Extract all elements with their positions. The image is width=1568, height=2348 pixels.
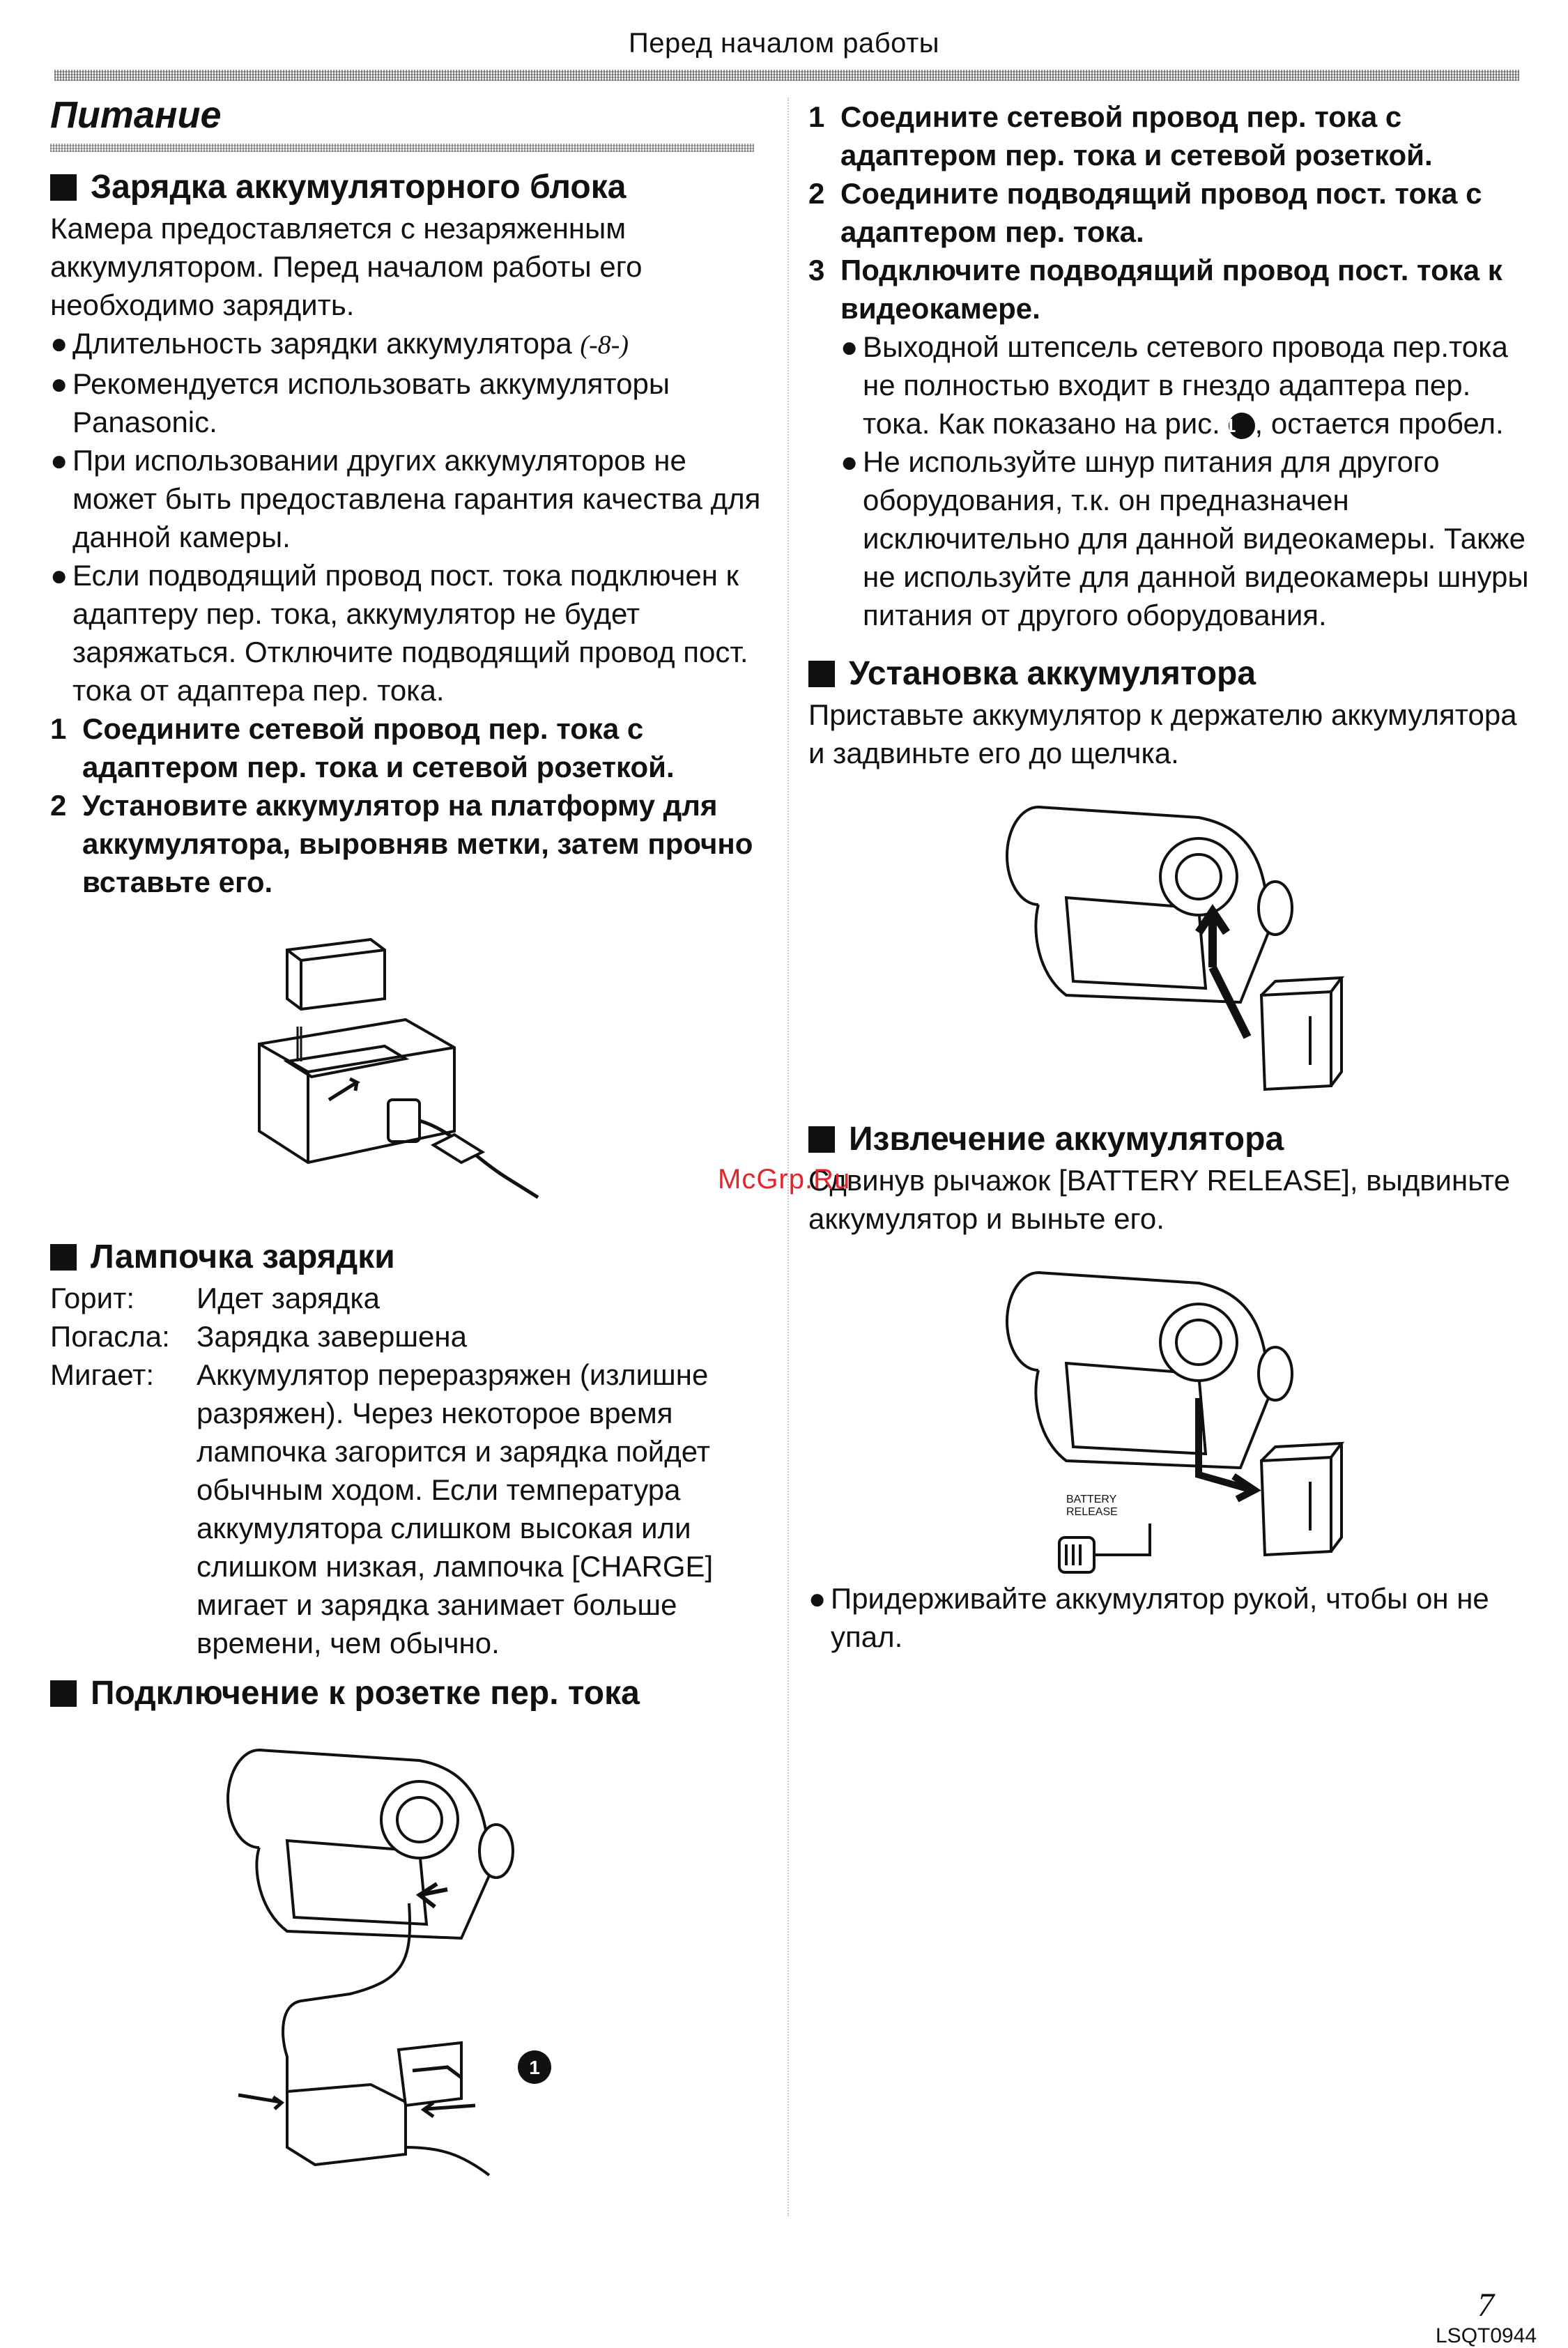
remove-bullet: ●Придерживайте аккумулятор рукой, чтобы … [808, 1582, 1489, 1653]
page-header-title: Перед началом работы [628, 28, 940, 59]
callout-number: 1 [529, 2057, 540, 2078]
header-rule [54, 70, 1519, 81]
heading-square-icon [50, 1244, 77, 1271]
lamp-heading: Лампочка зарядки [50, 1236, 761, 1279]
page-xref: (-8-) [580, 330, 629, 360]
lamp-status-row: Погасла:Зарядка завершена [50, 1320, 467, 1353]
watermark: McGrp.Ru [718, 1164, 851, 1195]
heading-square-icon [808, 1126, 835, 1153]
ac-heading-text: Подключение к розетке пер. тока [91, 1675, 640, 1712]
column-divider [787, 98, 789, 2216]
charging-intro: Камера предоставляется с незаряженным ак… [50, 212, 643, 321]
battery-release-label: BATTERY [1066, 1494, 1117, 1505]
charging-bullet: ●Если подводящий провод пост. тока подкл… [50, 559, 748, 707]
page-number: 7 [1477, 2287, 1494, 2324]
charging-heading: Зарядка аккумуляторного блока [50, 166, 761, 209]
lamp-status-row: Мигает:Аккумулятор переразряжен (излишне… [50, 1358, 714, 1659]
step3-notes: ●Выходной штепсель сетевого провода пер.… [808, 328, 1533, 634]
charging-bullet: ●Рекомендуется использовать аккумуляторы… [50, 367, 670, 438]
callout-number: 1 [1225, 412, 1255, 439]
heading-square-icon [50, 174, 77, 201]
battery-remove-illustration: BATTERY RELEASE [1006, 1271, 1345, 1574]
left-column: Питание Зарядка аккумуляторного блока Ка… [50, 91, 761, 2182]
remove-heading: Извлечение аккумулятора [808, 1118, 1533, 1161]
charging-bullet: ●При использовании других аккумуляторов … [50, 444, 761, 553]
heading-square-icon [50, 1680, 77, 1707]
battery-release-label: RELEASE [1066, 1506, 1118, 1518]
document-code: LSQT0944 [1436, 2324, 1537, 2347]
remove-heading-text: Извлечение аккумулятора [849, 1121, 1284, 1158]
ac-connection-illustration: 1 [226, 1749, 551, 2177]
install-heading: Установка аккумулятора [808, 652, 1533, 696]
step3-bullet: ●Выходной штепсель сетевого провода пер.… [840, 330, 1508, 440]
install-text: Приставьте аккумулятор к держателю аккум… [808, 698, 1517, 769]
step3-bullet: ●Не используйте шнур питания для другого… [840, 445, 1529, 631]
charging-bullet: ●Длительность зарядки аккумулятора (-8-) [50, 327, 629, 360]
battery-install-illustration [1006, 806, 1345, 1091]
charging-heading-text: Зарядка аккумуляторного блока [91, 169, 627, 206]
section-title: Питание [50, 94, 222, 136]
lamp-heading-text: Лампочка зарядки [91, 1238, 395, 1275]
ac-heading: Подключение к розетке пер. тока [50, 1672, 761, 1715]
section-rule [50, 144, 754, 152]
charger-illustration [258, 937, 539, 1199]
install-heading-text: Установка аккумулятора [849, 655, 1256, 692]
remove-text: Сдвинув рычажок [BATTERY RELEASE], выдви… [808, 1164, 1510, 1235]
lamp-status-row: Горит:Идет зарядка [50, 1282, 380, 1314]
heading-square-icon [808, 661, 835, 687]
